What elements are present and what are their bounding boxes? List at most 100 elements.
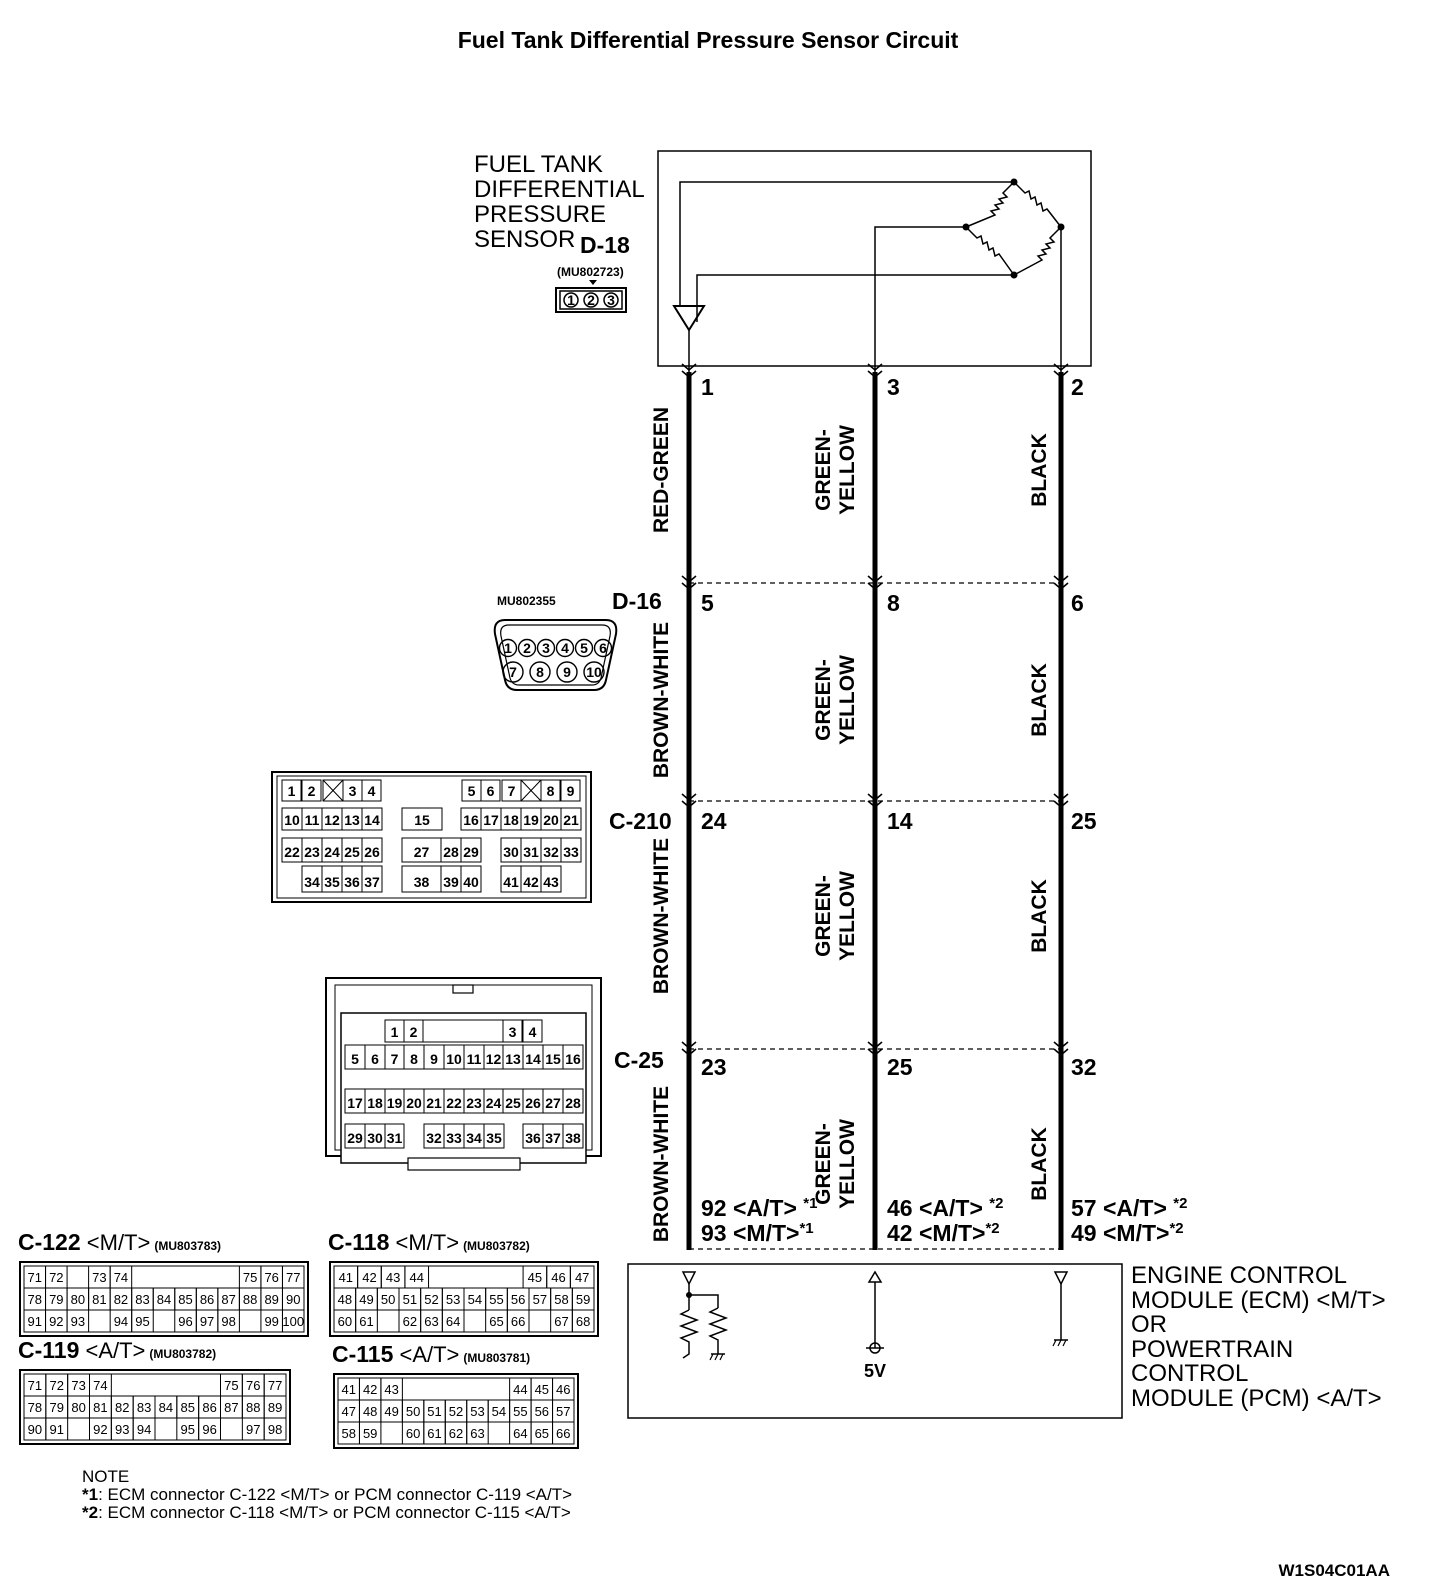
ecm-face-pin: 44	[513, 1382, 527, 1397]
ecm-face-pin: 52	[449, 1404, 463, 1419]
c25-face-pin: 13	[505, 1051, 521, 1067]
ecm-face-pin: 76	[264, 1270, 278, 1285]
ecm-pin-line: 93 <M/T>*1	[701, 1220, 814, 1247]
c210-face-pin: 23	[304, 844, 320, 860]
c25-face-pin: 38	[565, 1130, 581, 1146]
ecm-face-pin: 98	[221, 1314, 235, 1329]
wire-color-label: GREEN-YELLOW	[812, 1119, 859, 1209]
wire-color-label: BLACK	[1028, 663, 1051, 737]
ecm-connector-title: C-118 <M/T>(MU803782)	[328, 1229, 530, 1255]
wires	[686, 372, 1064, 1250]
connector-pin: 6	[1071, 590, 1084, 616]
d16-face-pin: 6	[599, 640, 607, 656]
c25-face-pin: 26	[525, 1095, 541, 1111]
c25-face-pin: 19	[387, 1095, 403, 1111]
sensor-name-line: FUEL TANK	[474, 151, 603, 178]
ecm-face-pin: 81	[93, 1400, 107, 1415]
c210-face-pin: 24	[324, 844, 340, 860]
ecm-pin-line: 42 <M/T>*2	[887, 1220, 1000, 1247]
connector-part-number: MU802355	[497, 594, 556, 608]
ecm-face-pin: 41	[341, 1382, 355, 1397]
c25-face-pin: 23	[466, 1095, 482, 1111]
c210-face-pin: 11	[305, 812, 320, 828]
c210-face-pin: 9	[567, 783, 575, 799]
ecm-name-line: OR	[1131, 1311, 1167, 1338]
c25-face-pin: 5	[351, 1051, 359, 1067]
ecm-face-pin: 72	[49, 1270, 63, 1285]
ecm-pin-line: 57 <A/T> *2	[1071, 1195, 1187, 1222]
diagram-title: Fuel Tank Differential Pressure Sensor C…	[458, 27, 959, 53]
ecm-face-pin: 55	[489, 1292, 503, 1307]
ecm-face-pin: 92	[93, 1422, 107, 1437]
c25-face-pin: 22	[446, 1095, 462, 1111]
connector-pin: 24	[701, 808, 727, 834]
wire-color-label: BROWN-WHITE	[650, 838, 673, 994]
ecm-face-pin: 73	[92, 1270, 106, 1285]
d16-face-pin: 10	[586, 664, 602, 680]
ecm-face-pin: 54	[468, 1292, 482, 1307]
ecm-connector-title: C-115 <A/T>(MU803781)	[332, 1341, 530, 1367]
c210-face-pin: 4	[368, 783, 376, 799]
ecm-face-pin: 47	[341, 1404, 355, 1419]
c25-face-pin: 2	[410, 1024, 418, 1040]
sensor-terminal-numbers: 1 3 2	[701, 374, 1084, 400]
c210-face-pin: 33	[563, 844, 579, 860]
c210-face-pin: 26	[364, 844, 380, 860]
d16-face-pin: 3	[542, 640, 550, 656]
ecm-face-pin: 48	[338, 1292, 352, 1307]
d16-face-pin: 9	[563, 664, 571, 680]
ecm-face-pin: 82	[115, 1400, 129, 1415]
c25-face-pin: 31	[387, 1130, 403, 1146]
ecm-box: 5V	[627, 1263, 1123, 1419]
connector-dashes	[689, 582, 1061, 1250]
wire-color-label: GREEN-YELLOW	[812, 655, 859, 745]
ecm-face-pin: 72	[50, 1378, 64, 1393]
ecm-face-pin: 83	[137, 1400, 151, 1415]
ecm-face-pin: 45	[528, 1270, 542, 1285]
ecm-label: ENGINE CONTROL MODULE (ECM) <M/T> OR POW…	[1131, 1262, 1386, 1412]
ecm-face-pin: 41	[339, 1270, 353, 1285]
c210-face-pin: 35	[324, 874, 340, 890]
ecm-face-pin: 44	[409, 1270, 423, 1285]
connector-id: D-16	[612, 588, 662, 614]
c210-face-pin: 31	[523, 844, 539, 860]
wire-color-label: BLACK	[1028, 879, 1051, 953]
ecm-face-pin: 93	[71, 1314, 85, 1329]
ecm-face-pin: 46	[551, 1270, 565, 1285]
terminal-markers	[681, 363, 1069, 1057]
ecm-face-pin: 65	[489, 1314, 503, 1329]
ecm-face-pin: 93	[115, 1422, 129, 1437]
c25-face-pin: 28	[565, 1095, 581, 1111]
ecm-face-pin: 96	[202, 1422, 216, 1437]
c25-face-pin: 10	[446, 1051, 462, 1067]
c210-face-pin: 2	[308, 783, 316, 799]
wire-color-label: BLACK	[1028, 433, 1051, 507]
ecm-face-pin: 63	[470, 1426, 484, 1441]
c210-face-pin: 13	[344, 812, 360, 828]
ecm-face-pin: 60	[406, 1426, 420, 1441]
ecm-face-pin: 75	[224, 1378, 238, 1393]
ecm-face-pin: 79	[49, 1292, 63, 1307]
c25-face-pin: 32	[426, 1130, 442, 1146]
d16-face-pin: 7	[509, 664, 517, 680]
ecm-face-pin: 82	[114, 1292, 128, 1307]
sensor-face-pin: 3	[607, 292, 615, 308]
c25-face-pin: 4	[529, 1024, 537, 1040]
c210-face-pin: 34	[304, 874, 320, 890]
c210-face-pin: 30	[503, 844, 519, 860]
connector-id: C-210	[609, 808, 672, 834]
ecm-name-line: ENGINE CONTROL	[1131, 1262, 1347, 1289]
connector-pin: 25	[1071, 808, 1097, 834]
c210-face-pin: 21	[563, 812, 579, 828]
ecm-face-pin: 46	[556, 1382, 570, 1397]
sensor-box	[657, 150, 1092, 385]
ecm-face-pin: 91	[50, 1422, 64, 1437]
ecm-face-pin: 77	[268, 1378, 282, 1393]
wire-color-label: BROWN-WHITE	[650, 622, 673, 778]
connector-pin: 5	[701, 590, 714, 616]
ecm-face-pin: 60	[338, 1314, 352, 1329]
